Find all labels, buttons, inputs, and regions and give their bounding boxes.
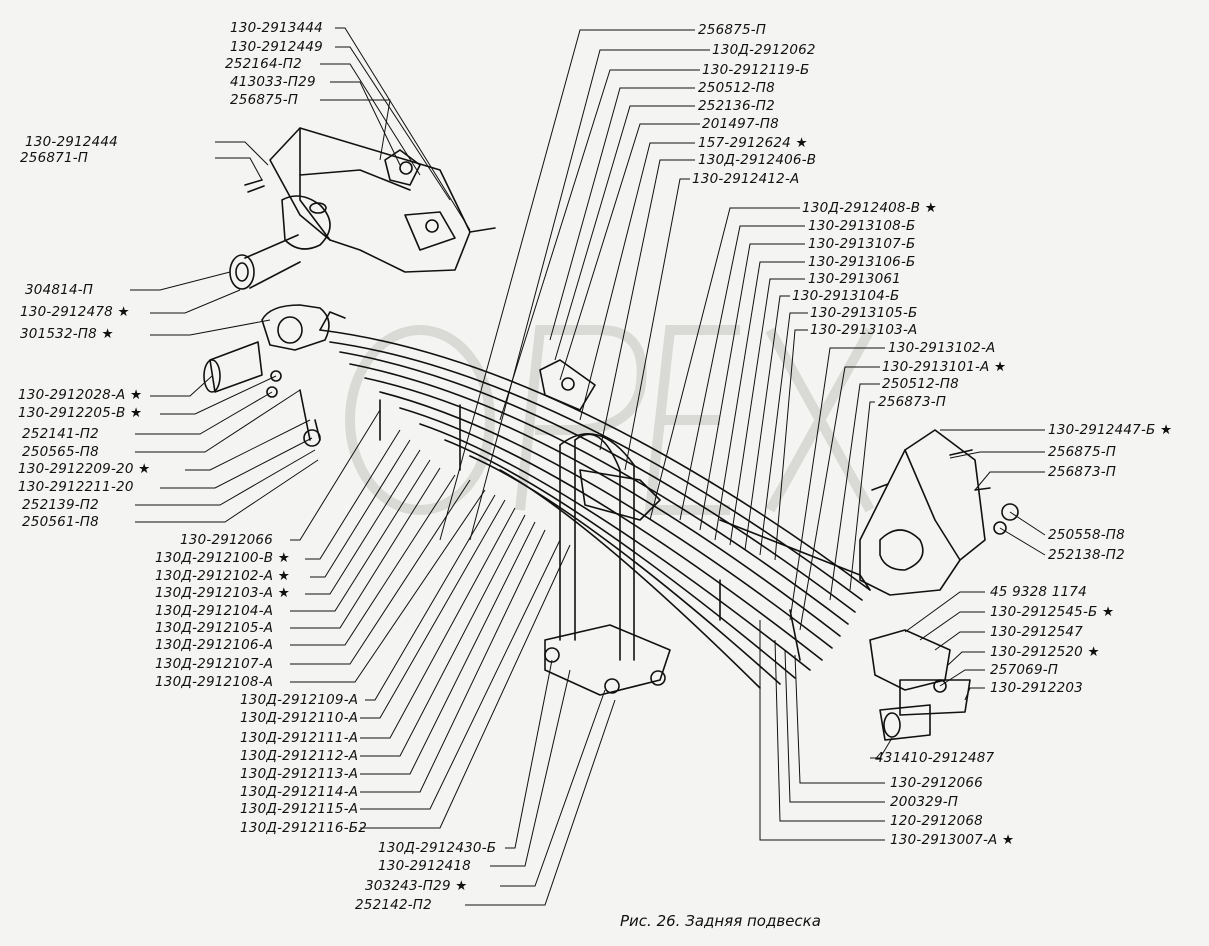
part-label: 130-2913108-Б [808, 218, 916, 234]
part-label: 201497-П8 [702, 116, 779, 132]
part-label: 130-2912478 ★ [20, 304, 130, 320]
leaf-spring-pack [319, 311, 871, 689]
part-label: 120-2912068 [890, 813, 983, 829]
part-label: 130-2912119-Б [702, 62, 810, 78]
part-label: 130-2912203 [990, 680, 1083, 696]
part-label: 130Д-2912112-А [240, 748, 359, 764]
part-label: 130-2913107-Б [808, 236, 916, 252]
part-label: 257069-П [990, 662, 1059, 678]
part-label: 130-2912412-А [692, 171, 800, 187]
part-label: 130-2912547 [990, 624, 1083, 640]
part-label: 130Д-2912113-А [240, 766, 359, 782]
part-label: 130-2913102-А [888, 340, 996, 356]
part-label: 304814-П [25, 282, 94, 298]
part-label: 252142-П2 [355, 897, 432, 913]
part-label: 130-2913105-Б [810, 305, 918, 321]
part-label: 256875-П [230, 92, 299, 108]
part-label: 250512-П8 [698, 80, 775, 96]
part-label: 250561-П8 [22, 514, 99, 530]
part-label: 256875-П [1048, 444, 1117, 460]
part-label: 157-2912624 ★ [698, 135, 808, 151]
part-label: 130-2912066 [180, 532, 273, 548]
part-label: 45 9328 1174 [990, 584, 1087, 600]
part-label: 130-2912028-А ★ [18, 387, 143, 403]
part-label: 130Д-2912406-В [698, 152, 817, 168]
part-label: 250565-П8 [22, 444, 99, 460]
part-label: 130-2913106-Б [808, 254, 916, 270]
part-label: 252136-П2 [698, 98, 775, 114]
part-label: 250512-П8 [882, 376, 959, 392]
part-label: 130Д-2912108-А [155, 674, 274, 690]
part-label: 413033-П29 [230, 74, 316, 90]
part-label: 130Д-2912430-Б [378, 840, 497, 856]
part-label: 130Д-2912100-В ★ [155, 550, 291, 566]
part-label: 252139-П2 [22, 497, 99, 513]
part-label: 130-2913444 [230, 20, 323, 36]
part-label: 130Д-2912102-А ★ [155, 568, 291, 584]
part-label: 256873-П [878, 394, 947, 410]
part-label: 130Д-2912104-А [155, 603, 274, 619]
part-label: 130-2913103-А [810, 322, 918, 338]
part-label: 130-2912418 [378, 858, 471, 874]
front-spring-eye [203, 304, 330, 447]
part-label: 130Д-2912105-А [155, 620, 274, 636]
part-label: 303243-П29 ★ [365, 878, 468, 894]
part-label: 130-2912066 [890, 775, 983, 791]
part-label: 130Д-2912116-Б2 [240, 820, 368, 836]
part-label: 130Д-2912408-В ★ [802, 200, 938, 216]
part-label: 130Д-2912115-А [240, 801, 359, 817]
part-label: 130Д-2912109-А [240, 692, 359, 708]
part-label: 256873-П [1048, 464, 1117, 480]
part-label: 130-2912211-20 [18, 479, 134, 495]
part-label: 130-2912444 [25, 134, 118, 150]
u-bolt-saddle [539, 359, 671, 696]
part-label: 130-2912209-20 ★ [18, 461, 151, 477]
part-label: 130Д-2912103-А ★ [155, 585, 291, 601]
part-label: 130-2913007-А ★ [890, 832, 1015, 848]
part-label: 200329-П [890, 794, 959, 810]
part-label: 130Д-2912111-А [240, 730, 359, 746]
part-label: 130-2912205-В ★ [18, 405, 143, 421]
part-label: 130Д-2912062 [712, 42, 816, 58]
figure-caption: Рис. 26. Задняя подвеска [620, 912, 821, 930]
rear-shackle [869, 629, 971, 741]
rear-bracket [859, 429, 1019, 596]
part-label: 431410-2912487 [875, 750, 995, 766]
part-label: 256875-П [698, 22, 767, 38]
part-label: 256871-П [20, 150, 89, 166]
part-label: 130Д-2912106-А [155, 637, 274, 653]
part-label: 130-2912449 [230, 39, 323, 55]
part-label: 301532-П8 ★ [20, 326, 114, 342]
part-label: 130-2913101-А ★ [882, 359, 1007, 375]
part-label: 130-2913061 [808, 271, 901, 287]
part-label: 130-2912520 ★ [990, 644, 1100, 660]
part-label: 252141-П2 [22, 426, 99, 442]
part-label: 130-2912447-Б ★ [1048, 422, 1173, 438]
part-label: 252138-П2 [1048, 547, 1125, 563]
part-label: 130Д-2912114-А [240, 784, 359, 800]
part-label: 130-2913104-Б [792, 288, 900, 304]
part-label: 130Д-2912107-А [155, 656, 274, 672]
part-label: 252164-П2 [225, 56, 302, 72]
front-bracket-assembly [229, 127, 496, 290]
part-label: 130-2912545-Б ★ [990, 604, 1115, 620]
part-label: 130Д-2912110-А [240, 710, 359, 726]
part-label: 250558-П8 [1048, 527, 1125, 543]
